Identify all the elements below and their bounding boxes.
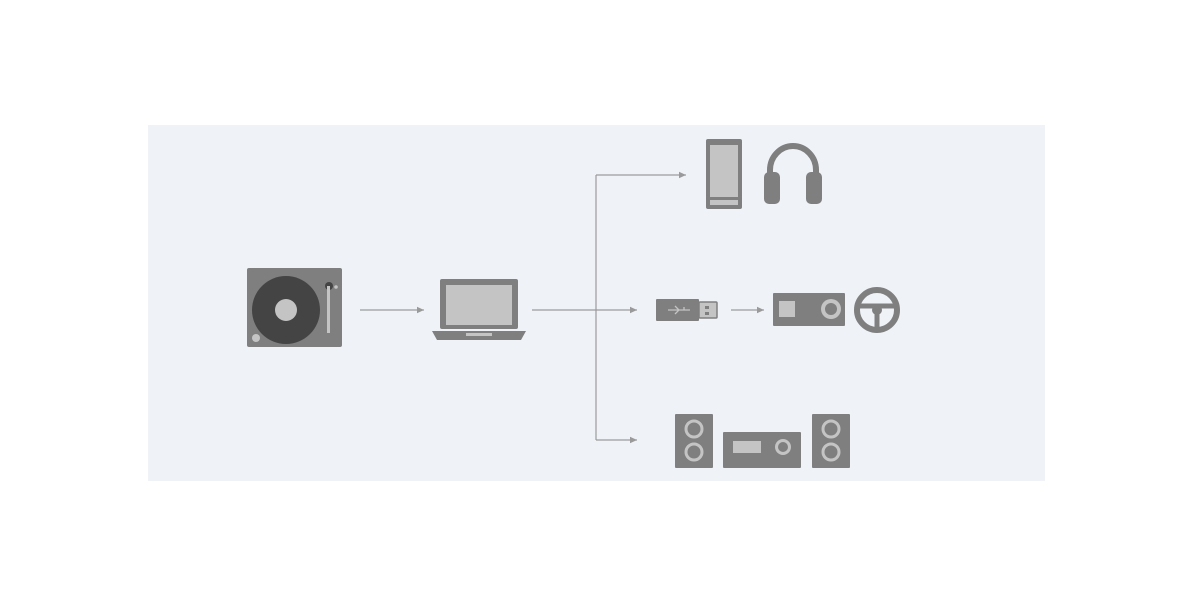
laptop-icon [432, 279, 526, 340]
steering-wheel-icon [854, 287, 900, 333]
smartphone-icon [706, 139, 742, 209]
right-speaker-icon [812, 414, 850, 468]
usb-drive-icon [656, 299, 718, 321]
receiver-icon [723, 432, 801, 468]
turntable-icon [247, 268, 342, 347]
headphones-icon [764, 143, 822, 204]
car-stereo-icon [773, 293, 845, 326]
connectors [360, 171, 764, 444]
left-speaker-icon [675, 414, 713, 468]
